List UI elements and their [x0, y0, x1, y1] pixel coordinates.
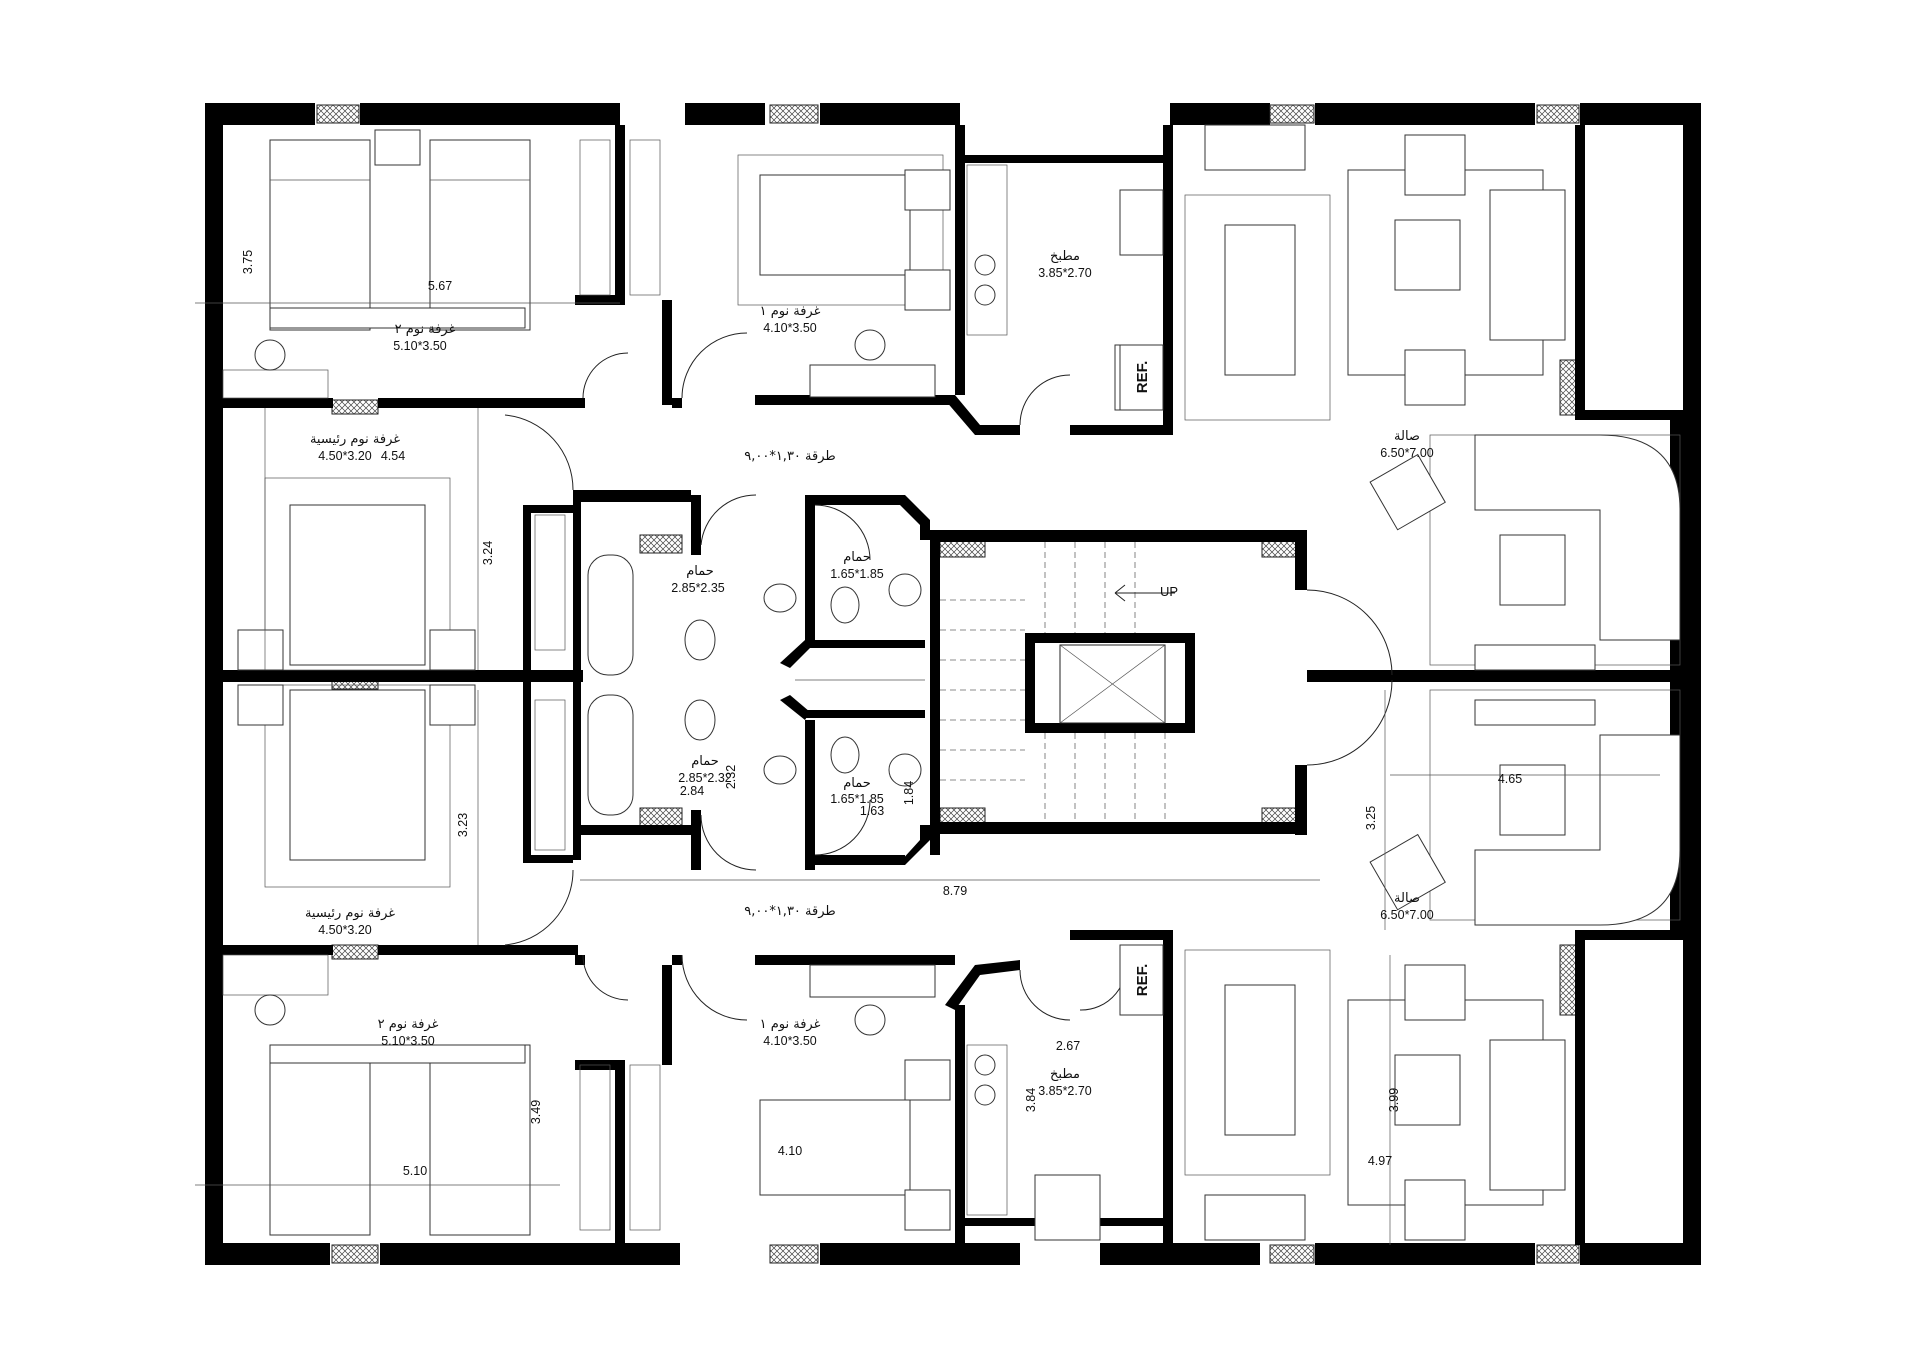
wardrobe: [534, 139, 661, 1231]
stair-up-label: UP: [1160, 584, 1178, 599]
dimension-labels: 3.75 5.67 4.54 3.24 3.23 3.49 5.10 4.10 …: [241, 250, 1522, 1178]
dim-284: 2.84: [680, 784, 704, 798]
room-name-bed1-top: غرفة نوم ١: [760, 304, 821, 319]
dim-349: 3.49: [529, 1100, 543, 1124]
dim-375: 3.75: [241, 250, 255, 274]
outer-walls: [205, 103, 1701, 1265]
dim-879: 8.79: [943, 884, 967, 898]
room-size-bed1-top: 4.10*3.50: [763, 321, 817, 335]
corridor-bottom-label: طرقة ١,٣٠*٩,٠٠: [744, 904, 836, 919]
room-name-bed2-bottom: غرفة نوم ٢: [378, 1017, 439, 1032]
dim-399: 3.99: [1387, 1088, 1401, 1112]
dim-325: 3.25: [1364, 806, 1378, 830]
room-size-bath-c: 2.85*2.32: [678, 771, 732, 785]
room-size-kitchen-bottom: 3.85*2.70: [1038, 1084, 1092, 1098]
dim-567: 5.67: [428, 279, 452, 293]
stairs: [940, 542, 1175, 822]
ref-label-bottom: REF.: [1134, 964, 1151, 997]
room-name-master-bottom: غرفة نوم رئيسية: [305, 906, 395, 921]
room-name-bath-c: حمام: [691, 754, 719, 769]
room-size-master-bottom: 4.50*3.20: [318, 923, 372, 937]
room-name-kitchen-bottom: مطبخ: [1050, 1067, 1080, 1082]
doors: [504, 332, 1393, 1021]
room-name-bath-b: حمام: [843, 550, 871, 565]
dim-323: 3.23: [456, 813, 470, 837]
room-labels: غرفة نوم ٢ 5.10*3.50 غرفة نوم ١ 4.10*3.5…: [305, 249, 1434, 1098]
room-name-kitchen-top: مطبخ: [1050, 249, 1080, 264]
dim-465: 4.65: [1498, 772, 1522, 786]
room-name-bath-a: حمام: [686, 564, 714, 579]
dim-510: 5.10: [403, 1164, 427, 1178]
elevator: [1059, 644, 1166, 724]
ref-label-top: REF.: [1134, 361, 1151, 394]
room-size-living-top: 6.50*7.00: [1380, 446, 1434, 460]
room-name-living-top: صالة: [1394, 429, 1420, 444]
interior-walls: [223, 125, 1684, 1245]
room-size-bed2-top: 5.10*3.50: [393, 339, 447, 353]
room-size-master-top: 4.50*3.20: [318, 449, 372, 463]
room-name-bath-d: حمام: [843, 776, 871, 791]
room-size-bath-a: 2.85*2.35: [671, 581, 725, 595]
dim-232: 2.32: [724, 765, 738, 789]
room-name-bed1-bottom: غرفة نوم ١: [760, 1017, 821, 1032]
dim-497: 4.97: [1368, 1154, 1392, 1168]
dim-410: 4.10: [778, 1144, 802, 1158]
refrigerator: REF. REF.: [1119, 344, 1164, 1016]
dim-184: 1.84: [902, 781, 916, 805]
room-name-living-bottom: صالة: [1394, 891, 1420, 906]
room-size-kitchen-top: 3.85*2.70: [1038, 266, 1092, 280]
room-name-master-top: غرفة نوم رئيسية: [310, 432, 400, 447]
dim-163: 1.63: [860, 804, 884, 818]
dim-384: 3.84: [1024, 1088, 1038, 1112]
room-size-bath-d: 1.65*1.85: [830, 792, 884, 806]
dim-267: 2.67: [1056, 1039, 1080, 1053]
room-size-living-bottom: 6.50*7.00: [1380, 908, 1434, 922]
room-name-bed2-top: غرفة نوم ٢: [395, 322, 456, 337]
dim-454: 4.54: [381, 449, 405, 463]
furniture: [222, 124, 1681, 1241]
room-size-bath-b: 1.65*1.85: [830, 567, 884, 581]
corridor-top-label: طرقة ١,٣٠*٩,٠٠: [744, 449, 836, 464]
dimension-lines: [195, 302, 1660, 1245]
room-size-bed2-bottom: 5.10*3.50: [381, 1034, 435, 1048]
dim-324: 3.24: [481, 541, 495, 565]
room-size-bed1-bottom: 4.10*3.50: [763, 1034, 817, 1048]
